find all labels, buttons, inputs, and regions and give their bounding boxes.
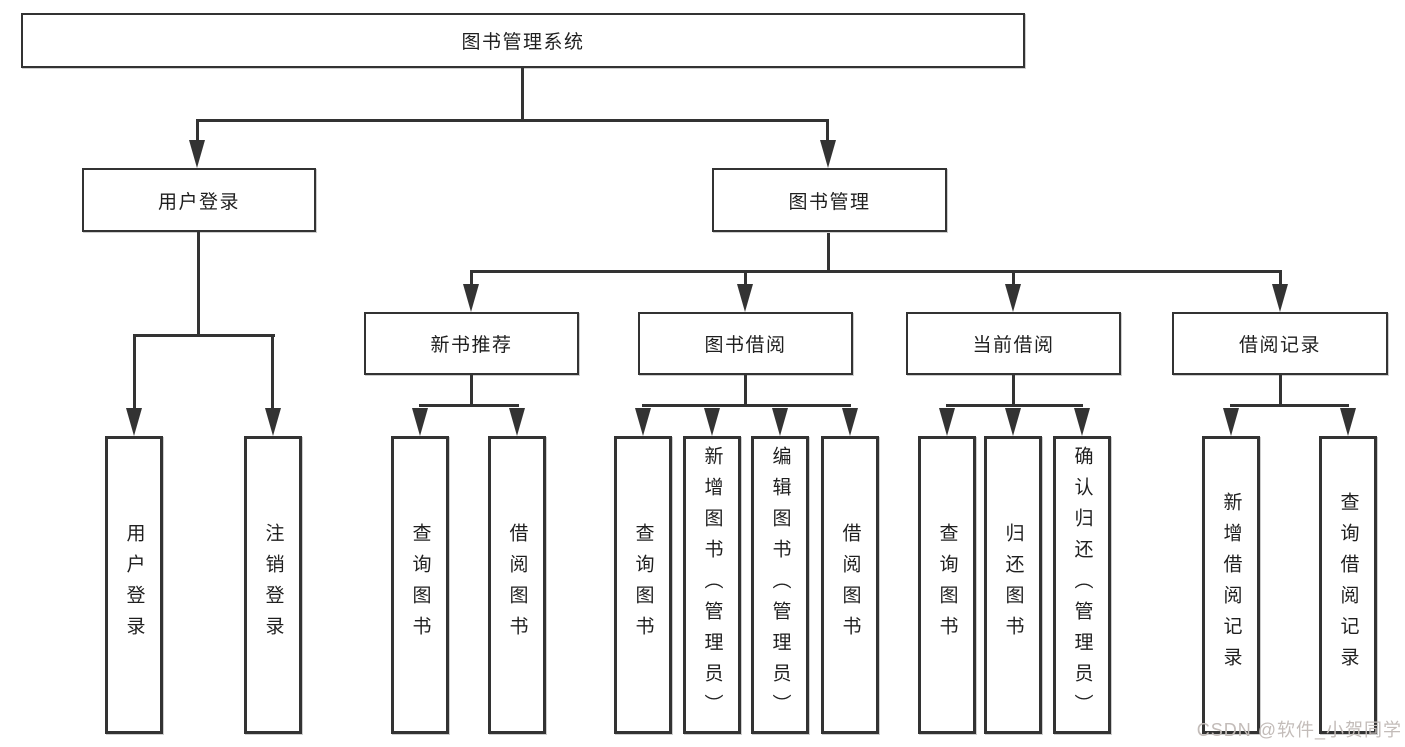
- connector-line: [744, 375, 747, 406]
- arrow-down-icon: [463, 284, 479, 312]
- arrow-down-icon: [412, 408, 428, 436]
- leaf-return-book-label: 归还图书: [1002, 523, 1024, 647]
- leaf-add-book-admin: 新增图书（管理员）: [683, 436, 741, 734]
- leaf-logout: 注销登录: [244, 436, 302, 734]
- leaf-user-login-label: 用户登录: [123, 523, 145, 647]
- leaf-add-borrow-record: 新增借阅记录: [1202, 436, 1260, 734]
- arrow-down-icon: [1223, 408, 1239, 436]
- node-root-label: 图书管理系统: [461, 32, 585, 53]
- node-user-login: 用户登录: [82, 168, 316, 232]
- connector-line: [744, 270, 747, 287]
- arrow-down-icon: [737, 284, 753, 312]
- leaf-return-book: 归还图书: [984, 436, 1042, 734]
- connector-line: [642, 404, 851, 407]
- leaf-query-borrow-record-label: 查询借阅记录: [1337, 492, 1359, 678]
- leaf-confirm-return-admin: 确认归还（管理员）: [1053, 436, 1111, 734]
- node-user-login-label: 用户登录: [157, 191, 240, 213]
- leaf-logout-label: 注销登录: [262, 523, 284, 647]
- node-book-borrowing-label: 图书借阅: [704, 335, 787, 356]
- arrow-down-icon: [635, 408, 651, 436]
- node-current-borrowing: 当前借阅: [906, 312, 1121, 375]
- connector-line: [946, 404, 1083, 407]
- arrow-down-icon: [265, 408, 281, 436]
- leaf-user-login: 用户登录: [105, 436, 163, 734]
- node-book-borrowing: 图书借阅: [638, 312, 853, 375]
- arrow-down-icon: [939, 408, 955, 436]
- arrow-down-icon: [509, 408, 525, 436]
- arrow-down-icon: [772, 408, 788, 436]
- leaf-edit-book-admin-label: 编辑图书（管理员）: [769, 445, 791, 725]
- leaf-query-books-2-label: 查询图书: [632, 523, 654, 647]
- arrow-down-icon: [1340, 408, 1356, 436]
- node-new-book-recommend: 新书推荐: [364, 312, 579, 375]
- connector-line: [1230, 404, 1349, 407]
- arrow-down-icon: [1272, 284, 1288, 312]
- node-borrow-records-label: 借阅记录: [1238, 335, 1321, 356]
- leaf-query-books-3: 查询图书: [918, 436, 976, 734]
- arrow-down-icon: [1005, 408, 1021, 436]
- node-new-book-recommend-label: 新书推荐: [430, 335, 513, 356]
- node-borrow-records: 借阅记录: [1172, 312, 1388, 375]
- connector-line: [1279, 375, 1282, 406]
- arrow-down-icon: [189, 140, 205, 168]
- connector-line: [419, 404, 519, 407]
- leaf-borrow-books-1: 借阅图书: [488, 436, 546, 734]
- arrow-down-icon: [842, 408, 858, 436]
- connector-line: [1279, 270, 1282, 287]
- arrow-down-icon: [820, 140, 836, 168]
- leaf-add-borrow-record-label: 新增借阅记录: [1220, 492, 1242, 678]
- leaf-confirm-return-admin-label: 确认归还（管理员）: [1071, 445, 1093, 725]
- leaf-edit-book-admin: 编辑图书（管理员）: [751, 436, 809, 734]
- arrow-down-icon: [126, 408, 142, 436]
- leaf-query-books-2: 查询图书: [614, 436, 672, 734]
- connector-line: [827, 233, 830, 272]
- arrow-down-icon: [1005, 284, 1021, 312]
- connector-line: [133, 334, 136, 412]
- leaf-query-borrow-record: 查询借阅记录: [1319, 436, 1377, 734]
- leaf-borrow-books-1-label: 借阅图书: [506, 523, 528, 647]
- connector-line: [1012, 375, 1015, 406]
- connector-line: [470, 270, 473, 287]
- node-current-borrowing-label: 当前借阅: [972, 335, 1055, 356]
- connector-line: [470, 270, 1282, 273]
- connector-line: [271, 334, 274, 412]
- csdn-watermark: CSDN @软件_小贺同学: [1196, 720, 1402, 740]
- connector-line: [133, 334, 275, 337]
- node-book-management-label: 图书管理: [788, 191, 871, 213]
- connector-line: [521, 68, 524, 122]
- leaf-query-books-1: 查询图书: [391, 436, 449, 734]
- connector-line: [826, 119, 829, 144]
- node-book-management: 图书管理: [712, 168, 947, 232]
- leaf-query-books-3-label: 查询图书: [936, 523, 958, 647]
- leaf-query-books-1-label: 查询图书: [409, 523, 431, 647]
- leaf-borrow-books-2-label: 借阅图书: [839, 523, 861, 647]
- arrow-down-icon: [704, 408, 720, 436]
- connector-line: [196, 119, 199, 144]
- connector-line: [197, 231, 200, 336]
- arrow-down-icon: [1074, 408, 1090, 436]
- leaf-borrow-books-2: 借阅图书: [821, 436, 879, 734]
- leaf-add-book-admin-label: 新增图书（管理员）: [701, 445, 723, 725]
- node-root: 图书管理系统: [21, 13, 1025, 68]
- connector-line: [470, 375, 473, 406]
- connector-line: [196, 119, 829, 122]
- connector-line: [1012, 270, 1015, 287]
